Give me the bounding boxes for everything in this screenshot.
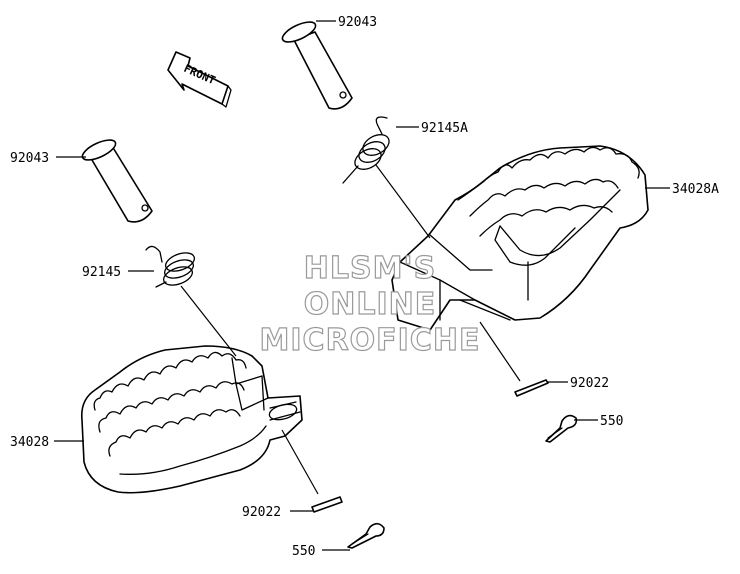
callout-92145: 92145: [82, 265, 121, 280]
callout-92022-right: 92022: [570, 376, 609, 391]
assembly-line-washer-left: [281, 429, 319, 495]
assembly-line-washer-right: [479, 321, 521, 382]
torsion-spring-left: [145, 245, 196, 288]
callout-92043-left: 92043: [10, 151, 49, 166]
watermark-line-3: MICROFICHE: [260, 323, 481, 358]
clevis-pin-left: [81, 139, 153, 223]
clevis-pin-top: [281, 21, 353, 110]
callout-550-left: 550: [292, 544, 315, 559]
callout-92145a: 92145A: [421, 121, 468, 136]
callout-92043-top: 92043: [338, 15, 377, 30]
cotter-pin-right: [545, 414, 578, 443]
torsion-spring-right: [342, 116, 390, 184]
watermark-line-1: HLSM'S: [304, 251, 436, 286]
cotter-pin-left: [347, 522, 385, 549]
footpeg-right: [391, 145, 649, 331]
callout-34028a: 34028A: [672, 182, 719, 197]
footpeg-left: [80, 345, 303, 494]
callout-92022-left: 92022: [242, 505, 281, 520]
watermark: HLSM'S ONLINE MICROFICHE: [259, 250, 481, 358]
assembly-line-spring-right: [375, 164, 431, 239]
front-arrow: FRONT: [167, 51, 232, 108]
callout-550-right: 550: [600, 414, 623, 429]
assembly-line-spring-left: [180, 285, 237, 357]
callout-labels: 92043 92145A 92043 34028A 92145 92022 55…: [10, 15, 719, 559]
washer-right: [514, 379, 549, 397]
washer-left: [311, 496, 343, 513]
assembly-lines: [180, 164, 521, 495]
callout-leaders: [54, 20, 670, 551]
callout-34028: 34028: [10, 435, 49, 450]
watermark-line-2: ONLINE: [304, 287, 437, 322]
